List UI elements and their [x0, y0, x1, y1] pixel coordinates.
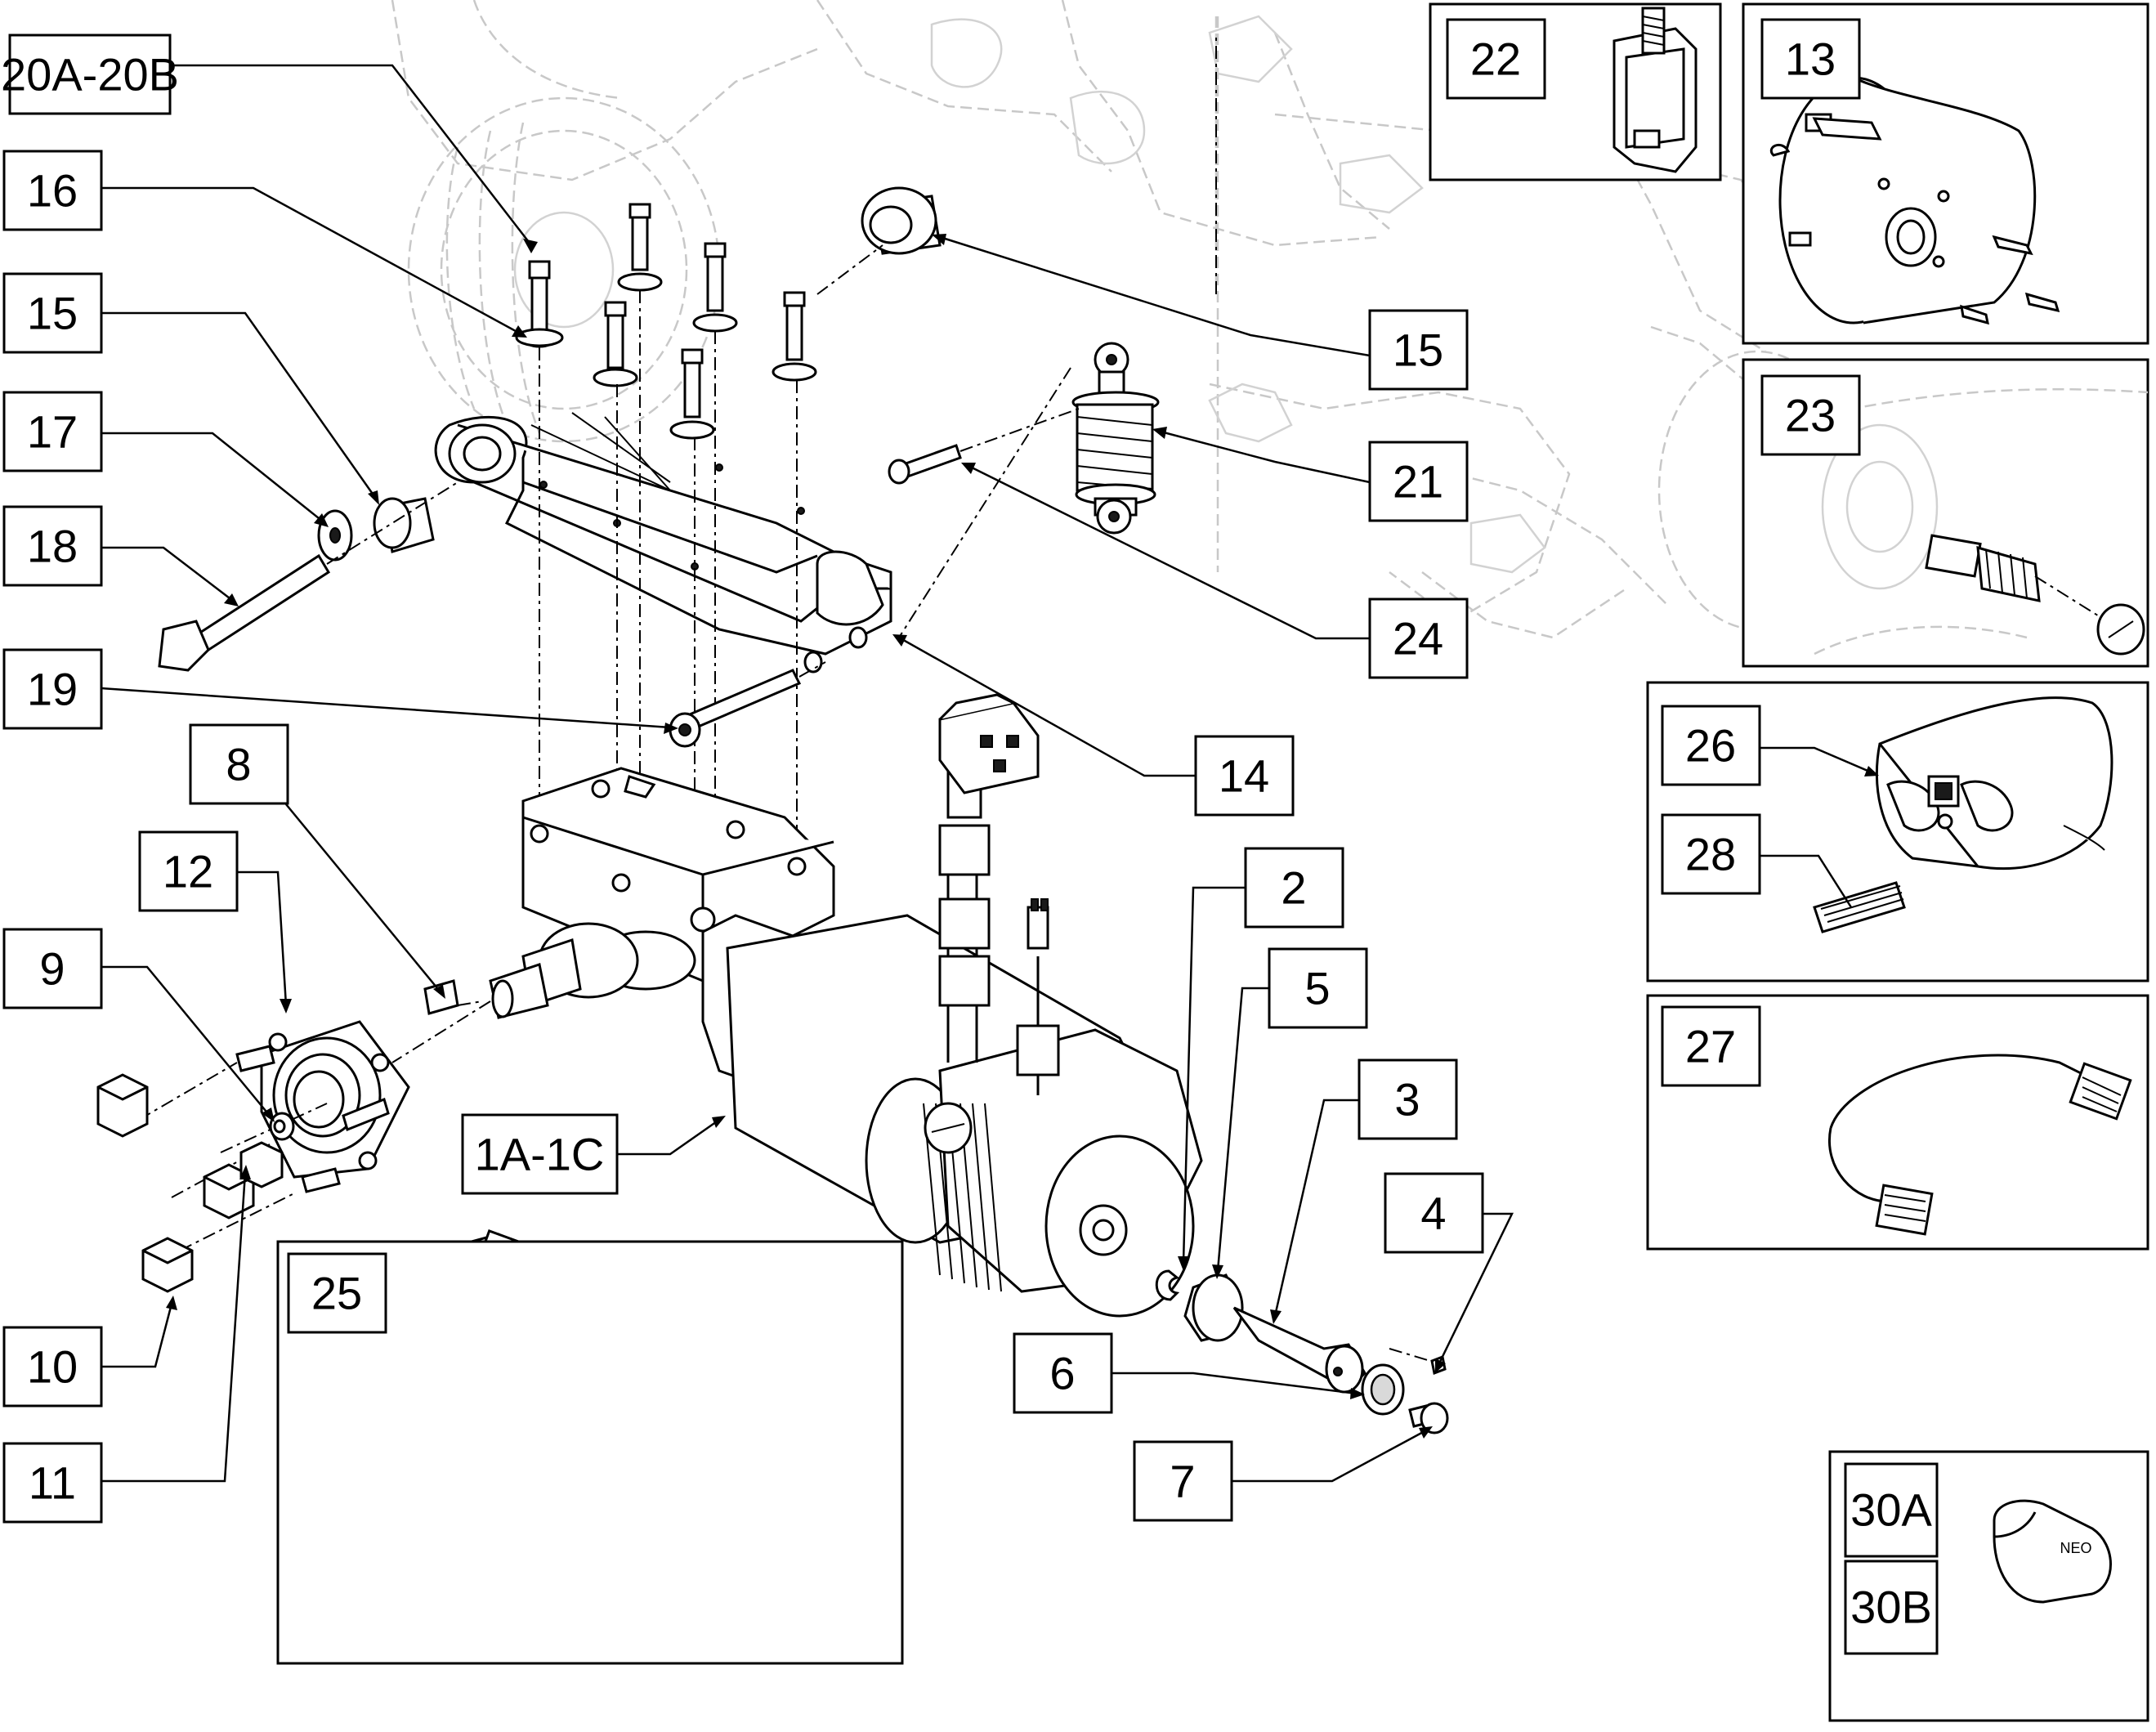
callout-15-right: 15 [1368, 309, 1469, 391]
svg-text:18: 18 [27, 521, 78, 572]
callout-24: 24 [1368, 597, 1469, 679]
svg-text:3: 3 [1394, 1074, 1420, 1126]
callout-1A-1C: 1A-1C [461, 1113, 619, 1195]
socket-bolt [669, 661, 826, 748]
callout-2: 2 [1244, 847, 1344, 929]
callout-9: 9 [2, 928, 103, 1009]
svg-text:4: 4 [1420, 1188, 1446, 1239]
svg-text:1A-1C: 1A-1C [475, 1129, 605, 1180]
svg-text:9: 9 [39, 943, 65, 995]
svg-text:17: 17 [27, 406, 78, 458]
callout-14: 14 [1194, 735, 1295, 817]
shock-bolt [888, 408, 1080, 485]
bolt-1 [515, 260, 564, 348]
callout-19: 19 [2, 648, 103, 730]
svg-text:20A-20B: 20A-20B [1, 49, 179, 101]
svg-text:14: 14 [1219, 750, 1269, 802]
callout-18: 18 [2, 505, 103, 587]
callout-30A: 30A [1844, 1462, 1939, 1558]
svg-text:30A: 30A [1850, 1484, 1932, 1536]
svg-text:24: 24 [1393, 613, 1443, 665]
callouts: 20A-20B 16 15 17 18 19 8 12 [1, 18, 1939, 1665]
svg-text:11: 11 [29, 1457, 76, 1509]
callout-20A-20B: 20A-20B [1, 34, 179, 115]
callout-16: 16 [2, 150, 103, 231]
bushing-top [816, 186, 942, 295]
callout-21: 21 [1368, 441, 1469, 522]
callout-27: 27 [1661, 1005, 1761, 1087]
callout-5: 5 [1268, 947, 1368, 1029]
bolt-2 [617, 203, 663, 292]
shaft-key [423, 979, 483, 1015]
callout-30B: 30B [1844, 1560, 1939, 1655]
svg-text:19: 19 [27, 664, 78, 715]
svg-text:26: 26 [1685, 720, 1736, 772]
bolt-5 [669, 348, 715, 440]
callout-12: 12 [138, 830, 239, 912]
svg-text:27: 27 [1685, 1021, 1736, 1072]
pivot-hardware [158, 481, 458, 672]
callout-10: 10 [2, 1326, 103, 1408]
swing-arm [434, 412, 892, 674]
callout-11: 11 [2, 1442, 103, 1524]
callout-23: 23 [1760, 374, 1861, 456]
svg-text:8: 8 [226, 739, 251, 790]
brake-release-parts [1155, 1269, 1449, 1434]
callout-25: 25 [287, 1252, 387, 1334]
callout-8: 8 [189, 723, 289, 805]
callout-13: 13 [1760, 18, 1861, 100]
bolt-6 [772, 291, 817, 382]
callout-22: 22 [1446, 18, 1546, 100]
svg-text:7: 7 [1170, 1456, 1195, 1507]
svg-text:2: 2 [1281, 862, 1306, 914]
decal-text: NEO [2060, 1540, 2091, 1556]
inset-23 [1742, 358, 2149, 668]
callout-26: 26 [1661, 705, 1761, 786]
svg-text:22: 22 [1470, 34, 1521, 85]
svg-text:13: 13 [1785, 34, 1836, 85]
shock-absorber [1071, 342, 1160, 535]
callout-6: 6 [1013, 1332, 1113, 1414]
svg-text:10: 10 [27, 1341, 78, 1393]
callout-3: 3 [1358, 1058, 1458, 1140]
leader-lines [101, 64, 1879, 1483]
svg-text:30B: 30B [1850, 1582, 1932, 1633]
svg-text:23: 23 [1785, 390, 1836, 441]
callout-15-left: 15 [2, 272, 103, 354]
svg-text:6: 6 [1049, 1348, 1075, 1399]
callout-28: 28 [1661, 813, 1761, 895]
bolt-4 [593, 301, 638, 387]
wheel-hub [96, 1000, 491, 1293]
bolt-3 [692, 242, 738, 333]
svg-text:12: 12 [163, 846, 213, 897]
mounting-bolts [515, 33, 1217, 907]
svg-text:16: 16 [27, 165, 78, 217]
svg-text:28: 28 [1685, 829, 1736, 880]
callout-4: 4 [1384, 1172, 1484, 1254]
svg-text:15: 15 [27, 288, 78, 339]
svg-text:25: 25 [311, 1268, 362, 1319]
callout-7: 7 [1133, 1440, 1233, 1522]
motor-gearbox [489, 693, 1203, 1318]
svg-text:15: 15 [1393, 324, 1443, 376]
callout-17: 17 [2, 391, 103, 472]
svg-text:21: 21 [1393, 456, 1443, 508]
svg-text:5: 5 [1304, 963, 1330, 1014]
